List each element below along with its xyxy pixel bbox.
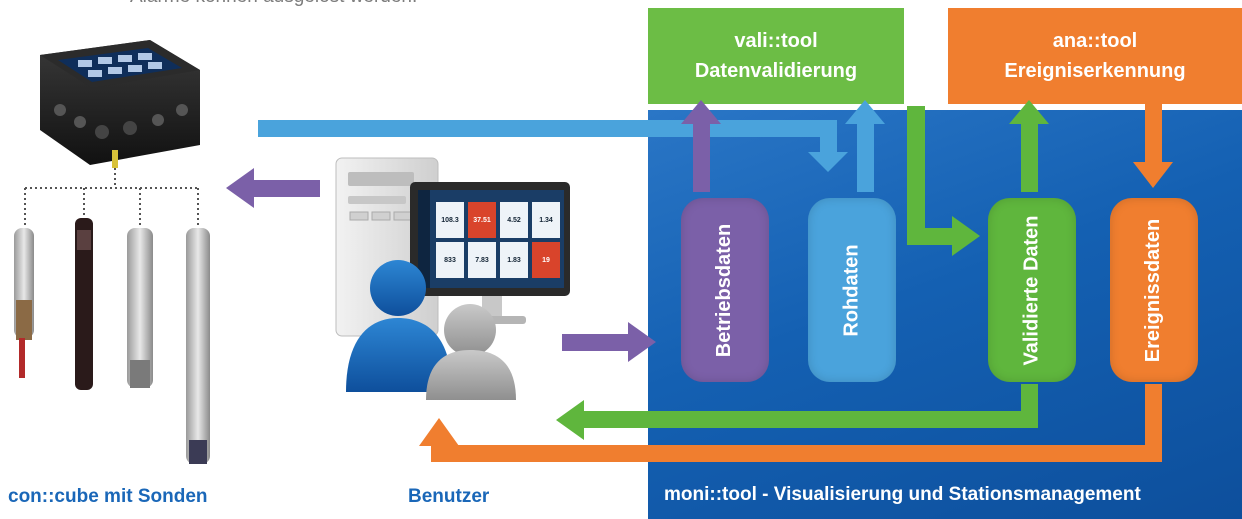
screen-tile: 4.52 (500, 202, 528, 238)
vali-tool-name: vali::tool (734, 30, 818, 52)
probe-sensors (14, 218, 210, 464)
screen-tile: 37.51 (468, 202, 496, 238)
caption-con-cube: con::cube mit Sonden (8, 486, 208, 507)
screen-tile: 108.3 (436, 202, 464, 238)
vali-tool-function: Datenvalidierung (694, 60, 858, 82)
rohdaten-label: Rohdaten (840, 243, 863, 337)
screen-tile: 7.83 (468, 242, 496, 278)
ana-tool-box: ana::tool Ereigniserkennung (948, 8, 1242, 104)
screen-tile: 833 (436, 242, 464, 278)
green-arrow-validation (907, 106, 980, 256)
green-arrow-to-ana (1009, 100, 1049, 192)
intro-text: Alarme können ausgelöst werden. (130, 0, 417, 8)
validierte-daten-store: Validierte Daten (988, 198, 1076, 382)
ana-tool-function: Ereigniserkennung (1004, 60, 1186, 82)
orange-return-arrow (419, 384, 1162, 462)
probe-cables (24, 168, 199, 228)
raw-data-arrow (258, 120, 848, 172)
rohdaten-store: Rohdaten (808, 198, 896, 382)
validierte-daten-label: Validierte Daten (1020, 214, 1043, 366)
orange-arrow-to-events (1133, 104, 1173, 188)
ereignisdaten-label: Ereignissdaten (1142, 218, 1165, 362)
caption-moni-tool: moni::tool - Visualisierung und Stations… (664, 484, 1141, 505)
user-icon (346, 260, 516, 400)
green-return-arrow (556, 384, 1038, 440)
betriebsdaten-store: Betriebsdaten (681, 198, 769, 382)
purple-arrow-to-cube (226, 168, 320, 208)
monitor-tiles: 108.3 37.51 4.52 1.34 833 7.83 1.83 19 (436, 202, 560, 278)
purple-arrow-to-vali (681, 100, 721, 192)
caption-benutzer: Benutzer (408, 486, 490, 507)
screen-tile: 1.83 (500, 242, 528, 278)
screen-tile: 1.34 (532, 202, 560, 238)
con-cube-device (40, 40, 200, 168)
ana-tool-name: ana::tool (1052, 30, 1138, 52)
screen-tile: 19 (532, 242, 560, 278)
raw-arrow-to-vali (845, 100, 885, 192)
purple-arrow-to-moni (562, 322, 656, 362)
ereignisdaten-store: Ereignissdaten (1110, 198, 1198, 382)
vali-tool-box: vali::tool Datenvalidierung (648, 8, 904, 104)
betriebsdaten-label: Betriebsdaten (713, 223, 736, 357)
